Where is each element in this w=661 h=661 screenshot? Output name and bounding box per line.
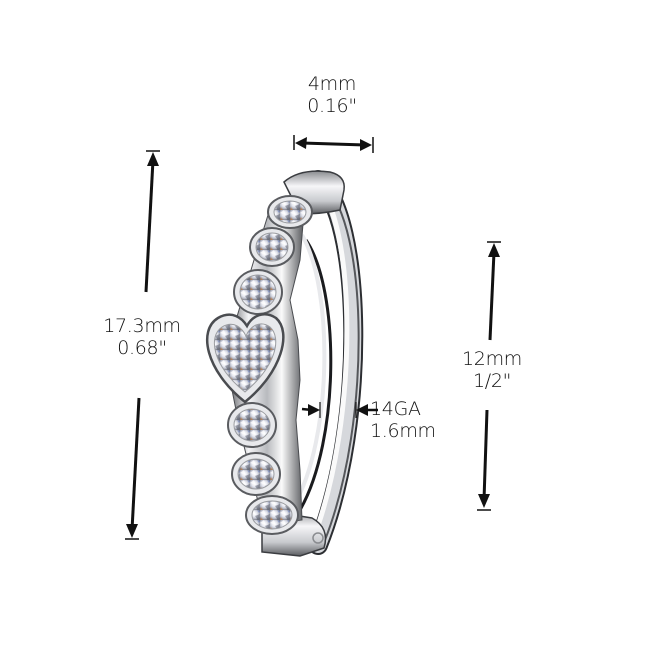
stone-list xyxy=(205,195,313,535)
bar-length-metric: 12mm xyxy=(462,348,522,370)
width-dimension-arrow xyxy=(293,135,374,153)
length-metric: 17.3mm xyxy=(103,315,181,337)
bar-length-dimension-arrow-top xyxy=(487,241,501,341)
bar-length-label: 12mm 1/2" xyxy=(442,348,542,392)
total-length-label: 17.3mm 0.68" xyxy=(92,315,192,359)
gauge-label: 14GA 1.6mm xyxy=(370,398,450,442)
width-label: 4mm 0.16" xyxy=(282,73,382,117)
round-stone-7 xyxy=(245,495,299,535)
gauge-dimension-arrows xyxy=(301,402,378,418)
bar-length-dimension-arrow-bottom xyxy=(477,409,491,511)
round-stone-5 xyxy=(227,402,277,448)
width-metric: 4mm xyxy=(307,73,357,95)
gauge-metric: 1.6mm xyxy=(370,420,436,442)
length-dimension-arrow-bottom xyxy=(125,397,141,540)
heart-stone xyxy=(205,313,285,404)
length-imperial: 0.68" xyxy=(117,337,167,359)
round-stone-2 xyxy=(249,227,295,267)
bar-length-imperial: 1/2" xyxy=(472,370,512,392)
curved-barbell xyxy=(292,170,364,555)
round-stone-1 xyxy=(267,195,313,229)
round-stone-3 xyxy=(233,269,283,315)
width-imperial: 0.16" xyxy=(307,95,357,117)
length-dimension-arrow-top xyxy=(144,150,160,293)
round-stone-6 xyxy=(231,452,281,496)
gauge-value: 14GA xyxy=(370,398,421,420)
